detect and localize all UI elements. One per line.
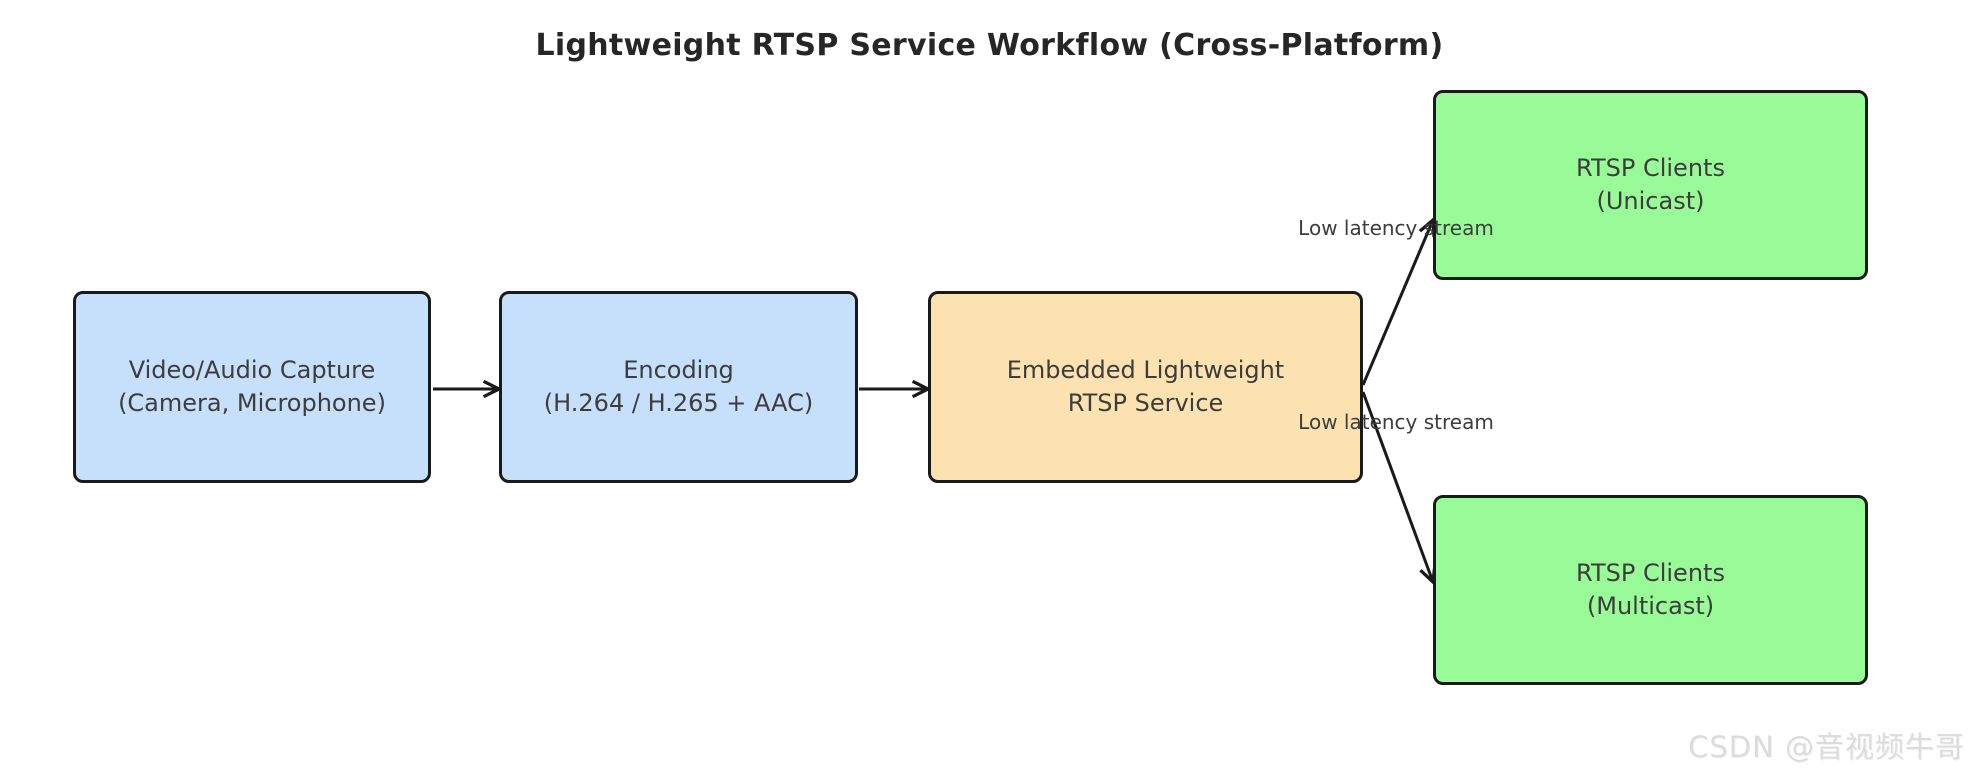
node-label-line: (Multicast): [1586, 592, 1715, 620]
node-video-audio-capture: Video/Audio Capture (Camera, Microphone): [73, 291, 431, 483]
node-label-line: RTSP Clients: [1576, 154, 1725, 182]
diagram-title: Lightweight RTSP Service Workflow (Cross…: [535, 28, 1444, 63]
node-label-line: RTSP Clients: [1576, 559, 1725, 587]
edge-label-low-latency-unicast: Low latency stream: [1298, 216, 1494, 240]
node-label-line: Video/Audio Capture: [128, 356, 376, 384]
csdn-watermark: CSDN @音视频牛哥: [1688, 730, 1965, 764]
node-rtsp-clients-unicast: RTSP Clients (Unicast): [1433, 90, 1868, 280]
node-label-line: Embedded Lightweight: [1006, 356, 1285, 384]
node-embedded-rtsp-service: Embedded Lightweight RTSP Service: [928, 291, 1363, 483]
edge-rtsp-service-to-unicast: [1361, 220, 1433, 386]
node-label-line: Encoding: [623, 356, 734, 384]
node-label-line: (H.264 / H.265 + AAC): [543, 389, 814, 417]
node-label-line: (Camera, Microphone): [118, 389, 386, 417]
edge-label-low-latency-multicast: Low latency stream: [1298, 410, 1494, 434]
node-rtsp-clients-multicast: RTSP Clients (Multicast): [1433, 495, 1868, 685]
node-label-line: (Unicast): [1596, 187, 1705, 215]
node-label-line: RTSP Service: [1067, 389, 1224, 417]
node-encoding: Encoding (H.264 / H.265 + AAC): [499, 291, 858, 483]
